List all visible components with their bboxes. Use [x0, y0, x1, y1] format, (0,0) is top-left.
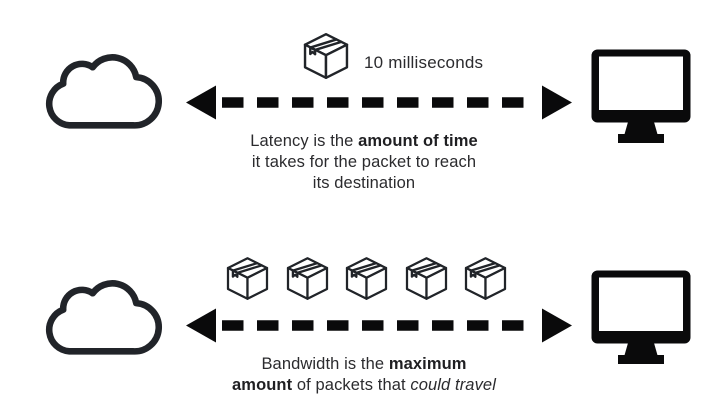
bandwidth-caption-line2: amount of packets that could travel	[214, 375, 514, 396]
cloud-icon	[45, 280, 163, 355]
arrowhead-right-icon	[542, 308, 572, 343]
bandwidth-caption-line2-regular: of packets that	[292, 376, 411, 394]
package-icon	[405, 257, 447, 300]
monitor-icon	[591, 270, 691, 364]
bandwidth-caption-line1: Bandwidth is the maximum	[214, 354, 514, 375]
dashed-double-arrow-icon	[186, 308, 572, 343]
bandwidth-caption-line2-italic: could travel	[410, 376, 496, 394]
latency-time-label: 10 milliseconds	[364, 53, 484, 72]
dashed-double-arrow-icon	[186, 85, 572, 120]
package-icon	[286, 257, 328, 300]
latency-caption-line1-bold: amount of time	[358, 132, 478, 150]
package-icon	[303, 33, 349, 79]
latency-caption-line2: it takes for the packet to reach	[251, 153, 477, 171]
latency-caption: Latency is the amount of time it takes f…	[214, 131, 514, 194]
bandwidth-caption: Bandwidth is the maximum amount of packe…	[214, 354, 514, 396]
package-icon	[226, 257, 269, 300]
bandwidth-caption-line2-bold: amount	[232, 376, 293, 394]
arrowhead-right-icon	[542, 85, 572, 120]
monitor-icon	[591, 49, 691, 143]
latency-caption-line1-regular: Latency is the	[250, 132, 359, 150]
packet-group	[225, 255, 508, 302]
package-icon	[345, 257, 388, 300]
package-icon	[464, 257, 507, 300]
arrowhead-left-icon	[186, 308, 216, 343]
cloud-icon	[45, 54, 163, 129]
latency-caption-line1: Latency is the amount of time	[214, 131, 514, 152]
arrowhead-left-icon	[186, 85, 216, 120]
latency-caption-line3: its destination	[312, 174, 416, 192]
bandwidth-caption-line1-bold: maximum	[388, 355, 467, 373]
bandwidth-caption-line1-regular: Bandwidth is the	[261, 355, 389, 373]
packet-group	[301, 31, 351, 81]
